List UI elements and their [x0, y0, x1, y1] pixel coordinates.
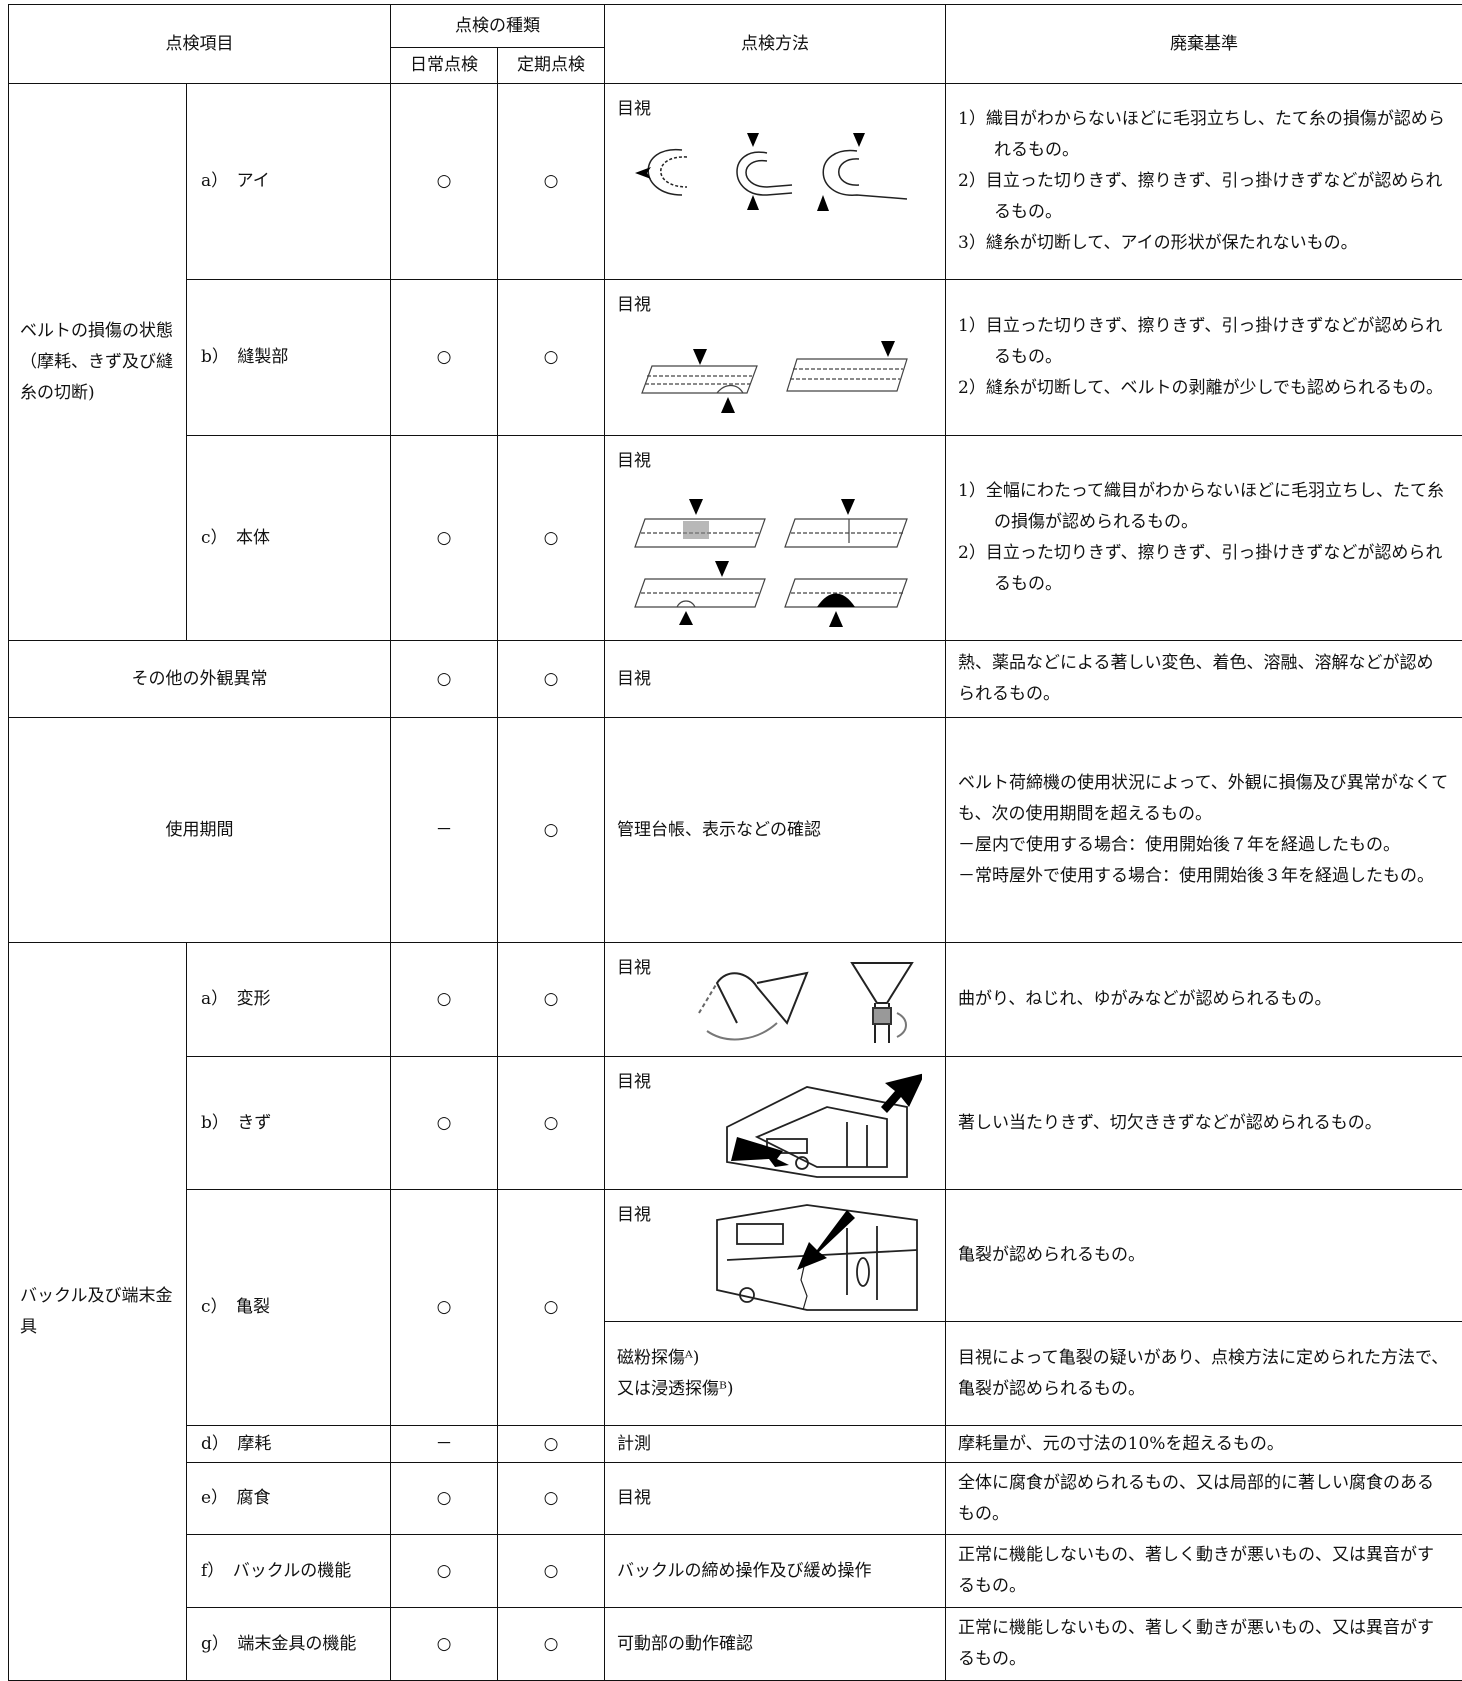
belt-body-name: c） 本体: [187, 436, 391, 641]
buckle-crack-method-visual: 目視: [605, 1190, 946, 1322]
belt-body-daily: ○: [391, 436, 498, 641]
end-fitting-function-criteria: 正常に機能しないもの、著しく動きが悪いもの、又は異音がするもの。: [946, 1608, 1462, 1681]
buckle-corrosion-name: e） 腐食: [187, 1463, 391, 1535]
buckle-corrosion-daily: ○: [391, 1463, 498, 1535]
buckle-scratch-method-text: 目視: [617, 1067, 687, 1098]
period-method: 管理台帳、表示などの確認: [605, 718, 946, 943]
belt-body-criterion-2: 2）目立った切りきず、擦りきず、引っ掛けきずなどが認められるもの。: [958, 538, 1450, 600]
buckle-crack-method-ndt: 磁粉探傷ᴬ) 又は浸透探傷ᴮ): [605, 1322, 946, 1426]
belt-eye-method: 目視: [605, 84, 946, 280]
belt-eye-periodic: ○: [498, 84, 605, 280]
buckle-crack-method-text: 目視: [617, 1200, 687, 1231]
belt-body-periodic: ○: [498, 436, 605, 641]
end-fitting-function-daily: ○: [391, 1608, 498, 1681]
other-periodic: ○: [498, 641, 605, 718]
belt-body-criterion-1: 1）全幅にわたって織目がわからないほどに毛羽立ちし、たて糸の損傷が認められるもの…: [958, 476, 1450, 538]
other-label: その他の外観異常: [9, 641, 391, 718]
buckle-function-daily: ○: [391, 1535, 498, 1608]
belt-sewn-criterion-2: 2）縫糸が切断して、ベルトの剥離が少しでも認められるもの。: [958, 373, 1450, 404]
period-criteria: ベルト荷締機の使用状況によって、外観に損傷及び異常がなくても、次の使用期間を超え…: [946, 718, 1462, 943]
belt-damage-label: ベルトの損傷の状態（摩耗、きず及び縫糸の切断): [9, 84, 187, 641]
buckle-function-periodic: ○: [498, 1535, 605, 1608]
header-kind: 点検の種類: [391, 5, 605, 48]
buckle-crack-periodic: ○: [498, 1190, 605, 1426]
belt-eye-criterion-3: 3）縫糸が切断して、アイの形状が保たれないもの。: [958, 228, 1450, 259]
header-item: 点検項目: [9, 5, 391, 84]
buckle-wear-criteria: 摩耗量が、元の寸法の10%を超えるもの。: [946, 1426, 1462, 1463]
belt-sewn-illustration: [617, 321, 917, 417]
belt-eye-criterion-2: 2）目立った切りきず、擦りきず、引っ掛けきずなどが認められるもの。: [958, 166, 1450, 228]
buckle-scratch-name: b） きず: [187, 1057, 391, 1190]
inspection-table-sheet: 点検項目 点検の種類 点検方法 廃棄基準 日常点検 定期点検 ベルトの損傷の状態…: [8, 4, 1462, 1681]
inspection-table: 点検項目 点検の種類 点検方法 廃棄基準 日常点検 定期点検 ベルトの損傷の状態…: [8, 4, 1462, 1681]
belt-sewn-criterion-1: 1）目立った切りきず、擦りきず、引っ掛けきずなどが認められるもの。: [958, 311, 1450, 373]
belt-body-criteria: 1）全幅にわたって織目がわからないほどに毛羽立ちし、たて糸の損傷が認められるもの…: [946, 436, 1462, 641]
belt-sewn-method-text: 目視: [617, 290, 933, 321]
buckle-deform-criteria: 曲がり、ねじれ、ゆがみなどが認められるもの。: [946, 943, 1462, 1057]
buckle-crack-criteria-ndt: 目視によって亀裂の疑いがあり、点検方法に定められた方法で、亀裂が認められるもの。: [946, 1322, 1462, 1426]
buckle-crack-criteria-visual: 亀裂が認められるもの。: [946, 1190, 1462, 1322]
belt-body-method: 目視: [605, 436, 946, 641]
buckle-scratch-method: 目視: [605, 1057, 946, 1190]
buckle-function-name: f） バックルの機能: [187, 1535, 391, 1608]
buckle-deform-method-row: 目視: [617, 953, 933, 1048]
buckle-crack-method-pt: 又は浸透探傷ᴮ): [617, 1374, 933, 1405]
buckle-scratch-daily: ○: [391, 1057, 498, 1190]
buckle-deform-periodic: ○: [498, 943, 605, 1057]
period-criterion-intro: ベルト荷締機の使用状況によって、外観に損傷及び異常がなくても、次の使用期間を超え…: [958, 768, 1450, 830]
buckle-deform-illustration: [687, 953, 922, 1048]
buckle-wear-periodic: ○: [498, 1426, 605, 1463]
buckle-deform-method: 目視: [605, 943, 946, 1057]
header-criteria: 廃棄基準: [946, 5, 1462, 84]
buckle-deform-method-text: 目視: [617, 953, 687, 984]
buckle-label: バックル及び端末金具: [9, 943, 187, 1681]
end-fitting-function-name: g） 端末金具の機能: [187, 1608, 391, 1681]
belt-eye-name: a） アイ: [187, 84, 391, 280]
period-label: 使用期間: [9, 718, 391, 943]
belt-eye-method-text: 目視: [617, 94, 933, 125]
buckle-deform-name: a） 変形: [187, 943, 391, 1057]
other-criteria: 熱、薬品などによる著しい変色、着色、溶融、溶解などが認められるもの。: [946, 641, 1462, 718]
buckle-crack-name: c） 亀裂: [187, 1190, 391, 1426]
buckle-function-method: バックルの締め操作及び緩め操作: [605, 1535, 946, 1608]
buckle-wear-name: d） 摩耗: [187, 1426, 391, 1463]
buckle-crack-method-row: 目視: [617, 1200, 933, 1315]
buckle-scratch-periodic: ○: [498, 1057, 605, 1190]
other-daily: ○: [391, 641, 498, 718]
buckle-scratch-illustration: [687, 1067, 922, 1182]
buckle-crack-illustration: [687, 1200, 922, 1315]
buckle-function-criteria: 正常に機能しないもの、著しく動きが悪いもの、又は異音がするもの。: [946, 1535, 1462, 1608]
buckle-corrosion-method: 目視: [605, 1463, 946, 1535]
buckle-wear-method: 計測: [605, 1426, 946, 1463]
belt-eye-criterion-1: 1）織目がわからないほどに毛羽立ちし、たて糸の損傷が認められるもの。: [958, 104, 1450, 166]
belt-sewn-periodic: ○: [498, 280, 605, 436]
belt-eye-illustration: [617, 125, 917, 215]
belt-sewn-daily: ○: [391, 280, 498, 436]
belt-body-illustration: [617, 477, 917, 627]
buckle-deform-daily: ○: [391, 943, 498, 1057]
belt-eye-criteria: 1）織目がわからないほどに毛羽立ちし、たて糸の損傷が認められるもの。 2）目立っ…: [946, 84, 1462, 280]
belt-eye-daily: ○: [391, 84, 498, 280]
buckle-corrosion-periodic: ○: [498, 1463, 605, 1535]
belt-sewn-name: b） 縫製部: [187, 280, 391, 436]
buckle-corrosion-criteria: 全体に腐食が認められるもの、又は局部的に著しい腐食のあるもの。: [946, 1463, 1462, 1535]
end-fitting-function-periodic: ○: [498, 1608, 605, 1681]
buckle-scratch-criteria: 著しい当たりきず、切欠ききずなどが認められるもの。: [946, 1057, 1462, 1190]
period-criterion-outdoor: －常時屋外で使用する場合：使用開始後３年を経過したもの。: [958, 861, 1450, 892]
belt-sewn-method: 目視: [605, 280, 946, 436]
other-method: 目視: [605, 641, 946, 718]
belt-sewn-criteria: 1）目立った切りきず、擦りきず、引っ掛けきずなどが認められるもの。 2）縫糸が切…: [946, 280, 1462, 436]
buckle-scratch-method-row: 目視: [617, 1067, 933, 1182]
period-criterion-indoor: －屋内で使用する場合：使用開始後７年を経過したもの。: [958, 830, 1450, 861]
header-daily: 日常点検: [391, 48, 498, 84]
period-periodic: ○: [498, 718, 605, 943]
period-daily: －: [391, 718, 498, 943]
header-method: 点検方法: [605, 5, 946, 84]
buckle-wear-daily: －: [391, 1426, 498, 1463]
buckle-crack-daily: ○: [391, 1190, 498, 1426]
end-fitting-function-method: 可動部の動作確認: [605, 1608, 946, 1681]
buckle-crack-method-mt: 磁粉探傷ᴬ): [617, 1343, 933, 1374]
belt-body-method-text: 目視: [617, 446, 933, 477]
header-periodic: 定期点検: [498, 48, 605, 84]
